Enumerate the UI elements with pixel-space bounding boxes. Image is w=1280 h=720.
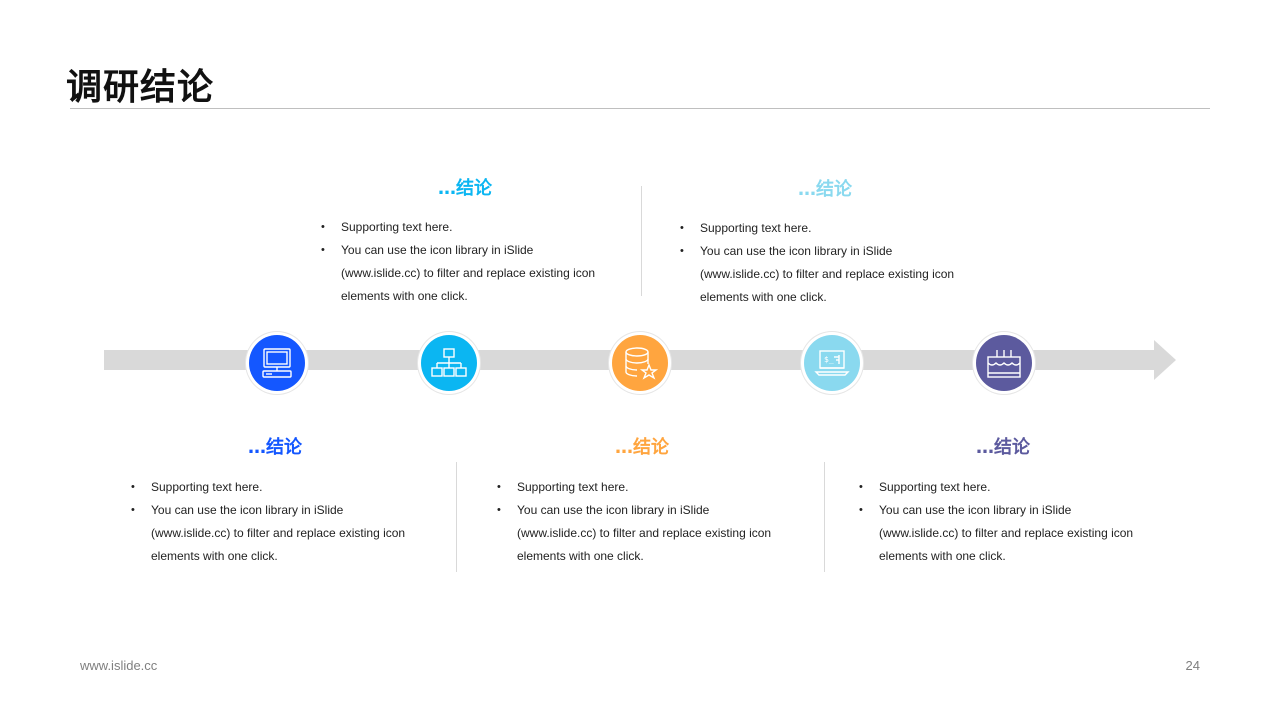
- bullet-item: Supporting text here.: [859, 476, 1159, 499]
- bullet-item: You can use the icon library in iSlide: [859, 499, 1159, 522]
- title-divider: [70, 108, 1210, 109]
- bullet-item: Supporting text here.: [497, 476, 797, 499]
- bullet-item: elements with one click.: [341, 289, 468, 303]
- lower-separator-1: [456, 462, 457, 572]
- bullet-item: (www.islide.cc) to filter and replace ex…: [879, 526, 1134, 540]
- bullet-item: elements with one click.: [151, 549, 278, 563]
- conclusion-3-bullets: Supporting text here. You can use the ic…: [497, 476, 797, 568]
- bullet-item: You can use the icon library in iSlide: [497, 499, 797, 522]
- computer-icon: [262, 348, 292, 378]
- timeline-node-3: [609, 332, 671, 394]
- timeline-node-5: [973, 332, 1035, 394]
- bullet-item: (www.islide.cc) to filter and replace ex…: [151, 526, 406, 540]
- bullet-item: You can use the icon library in iSlide: [680, 240, 980, 263]
- conclusion-3-title: …结论: [615, 437, 669, 458]
- conclusion-2-title: …结论: [438, 178, 492, 199]
- bullet-item: Supporting text here.: [321, 216, 621, 239]
- bullet-item: Supporting text here.: [131, 476, 431, 499]
- bullet-item: elements with one click.: [517, 549, 644, 563]
- laptop-code-icon: $_: [814, 350, 850, 376]
- bullet-item: You can use the icon library in iSlide: [131, 499, 431, 522]
- bullet-item: elements with one click.: [879, 549, 1006, 563]
- conclusion-5-bullets: Supporting text here. You can use the ic…: [859, 476, 1159, 568]
- timeline-node-2: [418, 332, 480, 394]
- conclusion-1-bullets: Supporting text here. You can use the ic…: [131, 476, 431, 568]
- slide-title: 调研结论: [66, 67, 215, 108]
- bullet-item: You can use the icon library in iSlide: [321, 239, 621, 262]
- bullet-item: Supporting text here.: [680, 217, 980, 240]
- upper-separator: [641, 186, 642, 296]
- conclusion-4-title: …结论: [798, 179, 852, 200]
- conclusion-4-bullets: Supporting text here. You can use the ic…: [680, 217, 980, 309]
- timeline-node-4: $_: [801, 332, 863, 394]
- svg-text:$_: $_: [824, 355, 834, 364]
- birthday-cake-icon: [987, 350, 1021, 378]
- conclusion-2-bullets: Supporting text here. You can use the ic…: [321, 216, 621, 308]
- footer-url: www.islide.cc: [80, 658, 158, 673]
- timeline-node-1: [246, 332, 308, 394]
- database-star-icon: [625, 347, 658, 380]
- bullet-item: (www.islide.cc) to filter and replace ex…: [517, 526, 772, 540]
- conclusion-5-title: …结论: [976, 437, 1030, 458]
- page-number: 24: [1185, 658, 1200, 673]
- bullet-item: (www.islide.cc) to filter and replace ex…: [341, 266, 596, 280]
- lower-separator-2: [824, 462, 825, 572]
- bullet-item: elements with one click.: [700, 290, 827, 304]
- conclusion-1-title: …结论: [248, 437, 302, 458]
- bullet-item: (www.islide.cc) to filter and replace ex…: [700, 267, 955, 281]
- network-hierarchy-icon: [431, 348, 467, 377]
